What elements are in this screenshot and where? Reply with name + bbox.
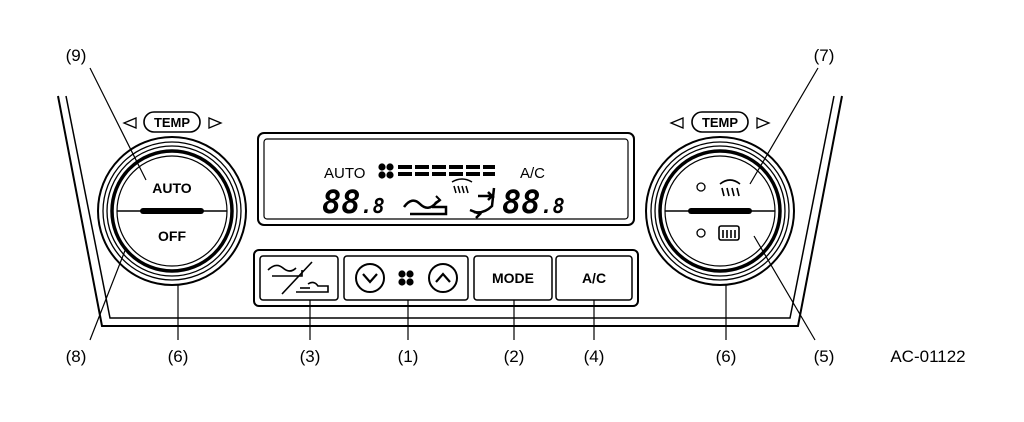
callout-7: (7) — [814, 46, 835, 65]
ac-button[interactable]: A/C — [555, 255, 633, 301]
callout-9: (9) — [66, 46, 87, 65]
front-defroster-button[interactable] — [696, 179, 741, 197]
left-temp-arrow-right-icon — [208, 117, 223, 129]
display-right-temp-big: 88 — [502, 183, 541, 221]
rear-defogger-indicator — [696, 228, 706, 238]
right-temp-text: TEMP — [702, 115, 738, 130]
left-temp-dial[interactable] — [97, 136, 247, 286]
rear-defogger-icon — [718, 225, 740, 241]
right-temp-arrow-left-icon — [669, 117, 684, 129]
display-right-temp: 88.8 — [502, 183, 565, 221]
display-recirculation-icon — [402, 195, 448, 216]
recirculation-button[interactable] — [259, 255, 339, 301]
callout-3: (3) — [300, 347, 321, 366]
left-temp-label: TEMP — [122, 111, 223, 133]
callout-leader-lines — [89, 67, 819, 341]
callout-4: (4) — [584, 347, 605, 366]
fan-speed-control — [343, 255, 469, 301]
front-defroster-icon — [719, 179, 741, 197]
auto-button-label[interactable]: AUTO — [152, 180, 192, 196]
off-button-label[interactable]: OFF — [158, 228, 186, 244]
display-airflow-face-feet-icon — [469, 187, 496, 219]
recirculation-fresh-air-icon — [267, 261, 329, 295]
mode-button[interactable]: MODE — [473, 255, 553, 301]
ac-button-label: A/C — [582, 270, 606, 286]
lcd-display: AUTO A/C 88.8 — [257, 132, 635, 226]
display-fan-icon — [378, 163, 394, 179]
left-temp-text: TEMP — [154, 115, 190, 130]
panel-outline — [57, 95, 843, 327]
callout-2: (2) — [504, 347, 525, 366]
display-left-temp: 88.8 — [322, 183, 385, 221]
chevron-up-icon — [435, 272, 451, 283]
rear-defogger-button[interactable] — [696, 225, 740, 241]
right-temp-arrow-right-icon — [756, 117, 771, 129]
display-defrost-icon — [451, 178, 473, 194]
callout-5: (5) — [814, 347, 835, 366]
callout-1: (1) — [398, 347, 419, 366]
display-left-temp-big: 88 — [322, 183, 361, 221]
display-left-temp-small: .8 — [361, 194, 385, 218]
left-temp-arrow-left-icon — [122, 117, 137, 129]
front-defroster-indicator — [696, 182, 706, 192]
mode-button-label: MODE — [492, 270, 534, 286]
display-auto-text: AUTO — [324, 165, 365, 182]
display-fan-speed-bars — [398, 165, 495, 176]
chevron-down-icon — [362, 273, 378, 284]
display-ac-text: A/C — [520, 165, 545, 182]
fan-speed-down-button[interactable] — [355, 263, 385, 293]
callout-labels: (9) (7) (8) (6) (3) (1) (2) (4) (6) (5) … — [66, 46, 966, 366]
right-temp-label: TEMP — [669, 111, 771, 133]
callout-6-right: (6) — [716, 347, 737, 366]
display-right-temp-small: .8 — [541, 194, 565, 218]
callout-8: (8) — [66, 347, 87, 366]
button-strip — [253, 249, 639, 307]
fan-speed-up-button[interactable] — [428, 263, 458, 293]
callout-6-left: (6) — [168, 347, 189, 366]
fan-icon — [398, 270, 414, 286]
right-temp-dial[interactable] — [645, 136, 795, 286]
document-code: AC-01122 — [890, 347, 965, 366]
